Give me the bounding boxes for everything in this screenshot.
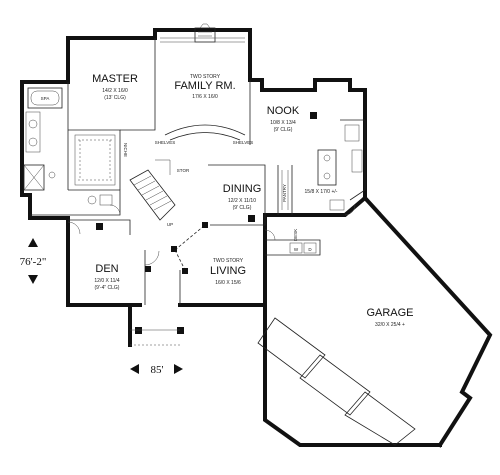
master-name: MASTER [92,73,138,85]
dining-dims: 12/2 X 11/10 [228,198,256,204]
garage-dims: 32/0 X 25/4 + [375,322,405,328]
family-note: TWO STORY [190,74,221,80]
dining-entry [145,222,208,274]
d-label: D [308,247,312,252]
pantry-label: PANTRY [282,184,287,202]
kitchen-dims: 15/8 X 17/0 +/- [305,189,338,195]
living-name: LIVING [210,265,246,277]
washer-dryer [289,242,317,254]
garage-name: GARAGE [366,307,413,319]
depth-dimension: 76'-2" [20,256,47,268]
nook-dims: 10/8 X 13/4 [270,120,296,126]
stor-label: STOR [177,168,190,173]
arrow-up-icon [28,238,38,247]
fireplace-icon [194,23,216,43]
living-note: TWO STORY [213,258,244,264]
width-dimension: 85' [151,364,164,376]
arrow-left-icon [130,364,139,374]
overall-depth-dimension: 76'-2" [20,238,47,284]
arrow-right-icon [174,364,183,374]
south-porch [130,329,180,346]
annotations: SPA SHELVES SHELVES STOR UP NICHE PANTRY… [41,96,313,252]
family-dims: 17/6 X 16/0 [192,94,218,100]
desk-label: DESK [293,229,298,241]
spa-label: SPA [41,96,50,101]
master-bath-fixtures [23,111,56,191]
walk-in-closet [74,134,116,186]
interior-walls [30,38,321,305]
den-ceiling: (9'-4" CLG) [95,285,120,291]
master-dims: 14/2 X 16/0 [102,88,128,94]
garage-doors [257,317,416,446]
overall-width-dimension: 85' [130,364,183,376]
niche-label: NICHE [123,143,128,157]
up-label: UP [167,222,173,227]
shelves-right-label: SHELVES [233,140,253,145]
dining-ceiling: (9' CLG) [233,205,252,211]
living-dims: 16/0 X 15/6 [215,280,241,286]
kitchen-island [317,119,366,211]
pantry-shelves [281,170,289,210]
spa-tub-icon [27,87,63,109]
nook-ceiling: (9' CLG) [274,127,293,133]
family-windows [160,37,245,43]
family-name: FAMILY RM. [174,80,235,92]
arrow-down-icon [28,275,38,284]
exterior-walls [20,28,493,448]
porch-columns [96,112,317,334]
dining-name: DINING [223,183,262,195]
master-ceiling: (13' CLG) [104,95,126,101]
nook-name: NOOK [267,105,300,117]
door-swings [67,204,356,266]
den-name: DEN [95,263,118,275]
den-dims: 12/0 X 11/4 [94,278,119,284]
stair [129,159,176,221]
half-bath-fixtures [87,194,113,206]
room-labels: MASTER 14/2 X 16/0 (13' CLG) TWO STORY F… [92,73,413,328]
w-label: W [294,247,299,252]
shelves-left-label: SHELVES [155,140,175,145]
